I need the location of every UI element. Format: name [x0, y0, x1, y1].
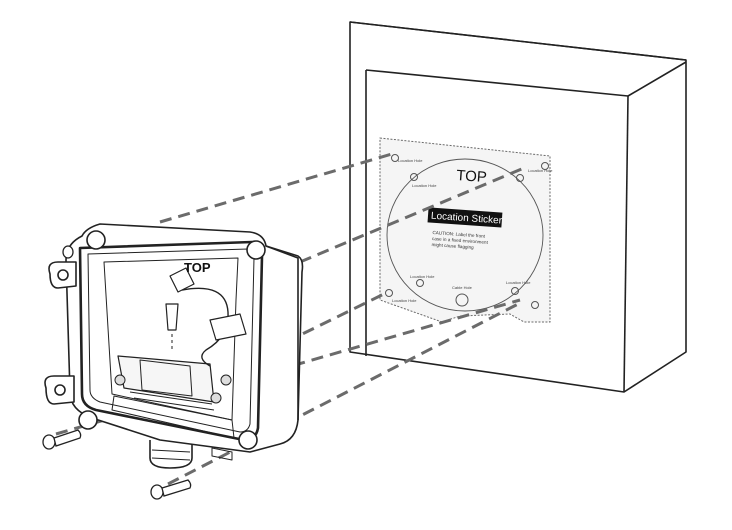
caution-line-2: case in a fixed environment — [432, 236, 489, 245]
box-top-label: TOP — [184, 260, 211, 275]
location-hole-label: Location Hole — [398, 158, 423, 163]
screw — [42, 429, 82, 450]
location-hole-label: Location Hole — [392, 298, 417, 303]
caution-line-3: might cause flagging — [431, 242, 474, 250]
caution-line-1: CAUTION: Label the front — [432, 230, 486, 239]
screw — [150, 479, 192, 500]
location-hole — [531, 301, 539, 309]
location-hole — [416, 279, 424, 287]
cable-hole — [455, 293, 469, 307]
sticker-title: Location Sticker — [431, 211, 503, 227]
location-hole — [391, 154, 399, 162]
screw-boss — [86, 230, 106, 250]
screw-boss — [78, 410, 98, 430]
location-hole-label: Location Hole — [528, 168, 553, 173]
junction-box — [44, 223, 304, 469]
screw — [62, 245, 74, 259]
location-hole — [516, 174, 524, 182]
screw-boss — [246, 240, 266, 260]
location-hole — [511, 287, 519, 295]
location-hole-label: Location Hole — [412, 183, 437, 188]
cable-hole-label: Cable Hole — [452, 285, 473, 290]
sticker-top-label: TOP — [456, 167, 488, 186]
location-sticker: TOP Location Sticker CAUTION: Label the … — [379, 137, 553, 323]
location-hole-label: Location Hole — [410, 274, 435, 279]
sticker-title-bg — [427, 207, 503, 228]
location-hole — [410, 173, 418, 181]
location-hole-label: Location Hole — [506, 280, 531, 285]
screw-boss — [238, 430, 258, 450]
wall-block — [349, 21, 687, 393]
location-hole — [541, 162, 549, 170]
location-hole — [385, 289, 393, 297]
